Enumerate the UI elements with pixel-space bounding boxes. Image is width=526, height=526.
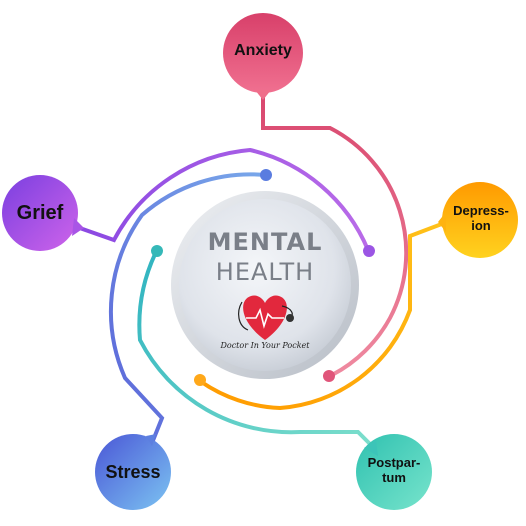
- depression-node: [438, 182, 518, 258]
- postpartum-connector-line: [137, 250, 380, 454]
- anxiety-label: Anxiety: [234, 42, 292, 59]
- grief-end-dot: [363, 245, 375, 257]
- postpartum-label: Postpar- tum: [367, 455, 421, 485]
- stress-label: Stress: [105, 462, 161, 482]
- heart-stethoscope-logo: [238, 295, 294, 340]
- logo-caption: Doctor In Your Pocket: [220, 341, 310, 350]
- anxiety-connector-line: [261, 93, 409, 377]
- grief-label: Grief: [16, 202, 64, 224]
- center-disc: [179, 199, 351, 371]
- postpartum-end-dot: [151, 245, 163, 257]
- depression-connector-line: [198, 220, 449, 411]
- center-title: MENTAL: [207, 228, 323, 256]
- anxiety-node: [223, 13, 303, 100]
- depression-label: Depress- ion: [453, 203, 509, 233]
- grief-node: [2, 175, 84, 251]
- depression-end-dot: [194, 374, 206, 386]
- postpartum-node: [356, 434, 432, 510]
- anxiety-end-dot: [323, 370, 335, 382]
- center-subtitle: HEALTH: [215, 258, 315, 286]
- stress-end-dot: [260, 169, 272, 181]
- stress-connector-line: [108, 172, 267, 450]
- grief-connector-line: [72, 147, 370, 252]
- stress-node: [95, 434, 171, 510]
